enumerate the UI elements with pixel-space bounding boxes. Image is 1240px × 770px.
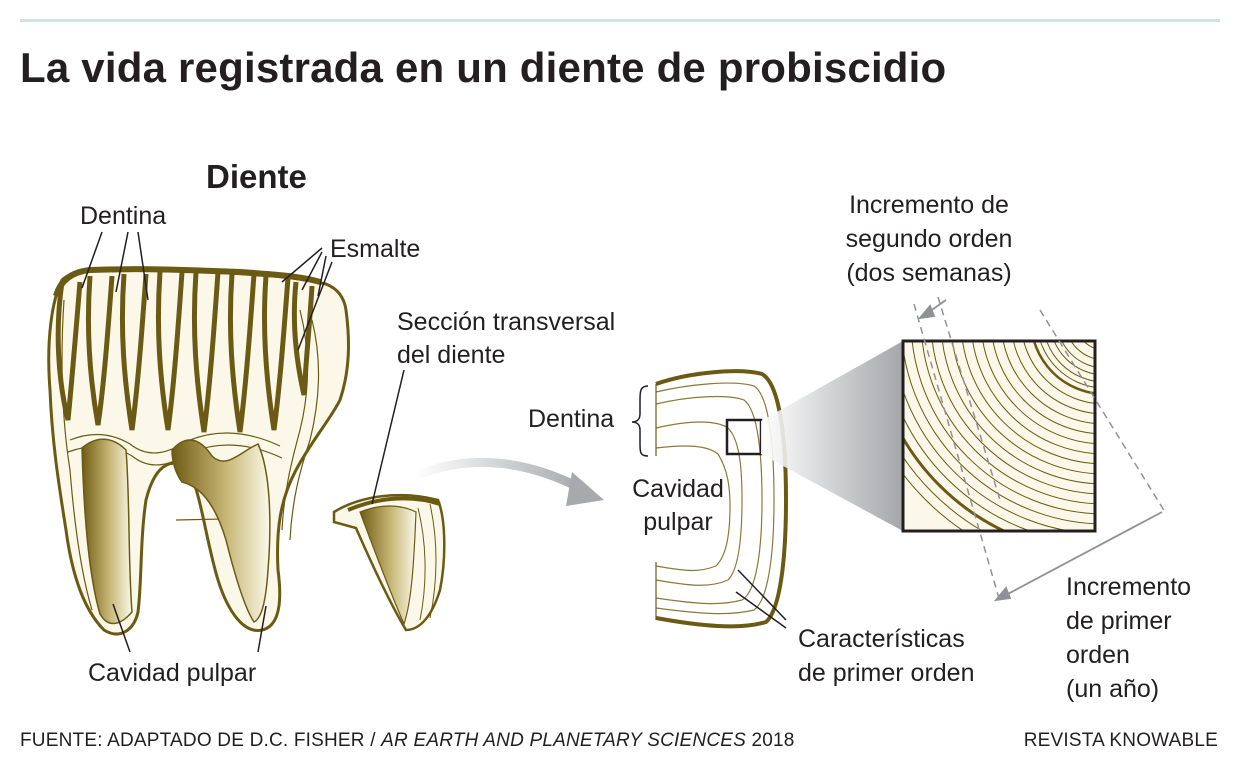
section-pulp-label-line1: Cavidad: [632, 475, 724, 503]
enamel-crown-outer: [53, 266, 321, 297]
cross-section: [631, 369, 789, 629]
measurement-arrows: [917, 299, 1163, 602]
leader-lines: [81, 231, 787, 653]
section-dentine-label: Dentina: [528, 405, 615, 433]
cross-section-label-line1: Sección transversal: [397, 308, 616, 336]
zoom-beam: [761, 341, 903, 531]
first-order-features-line2: de primer orden: [798, 659, 975, 687]
page-title: La vida registrada en un diente de probi…: [20, 44, 947, 91]
first-order-label-line3: orden: [1066, 641, 1130, 669]
pulp-cavity-label: Cavidad pulpar: [88, 659, 257, 687]
magnified-increments: [901, 339, 1097, 533]
first-order-label-line1: Incremento: [1066, 573, 1192, 601]
source-journal: AR EARTH AND PLANETARY SCIENCES: [381, 730, 746, 751]
tooth: [47, 266, 350, 636]
cross-section-label-line2: del diente: [397, 341, 506, 369]
enamel-label: Esmalte: [330, 235, 421, 263]
source-prefix: FUENTE: ADAPTADO DE D.C. FISHER /: [20, 730, 382, 751]
second-order-label-line3: (dos semanas): [846, 259, 1012, 287]
dentine-label: Dentina: [80, 202, 167, 230]
tooth-slice: [332, 493, 446, 632]
enamel-folds: [55, 271, 315, 433]
publisher-credit: REVISTA KNOWABLE: [1023, 730, 1218, 751]
section-pulp-label-line2: pulpar: [643, 508, 713, 536]
source-year: 2018: [746, 730, 795, 751]
first-order-label-line4: (un año): [1066, 675, 1160, 703]
transition-arrow: [414, 457, 583, 492]
transition-arrowhead: [566, 472, 604, 506]
pulp-cavity-right: [171, 439, 271, 623]
tooth-heading: Diente: [206, 158, 307, 195]
second-order-label-line1: Incremento de: [849, 191, 1009, 219]
cross-section-outer: [655, 369, 789, 629]
pulp-cavity-left: [81, 438, 133, 625]
second-order-label-line2: segundo orden: [845, 225, 1013, 253]
first-order-label-line2: de primer: [1066, 607, 1172, 635]
dentine-brace: [631, 385, 649, 457]
cross-section-rings: [655, 382, 775, 615]
top-rule: [20, 19, 1220, 22]
source-credit: FUENTE: ADAPTADO DE D.C. FISHER / AR EAR…: [20, 730, 795, 752]
measurement-guides: [913, 296, 1166, 603]
first-order-features-line1: Características: [798, 625, 965, 653]
